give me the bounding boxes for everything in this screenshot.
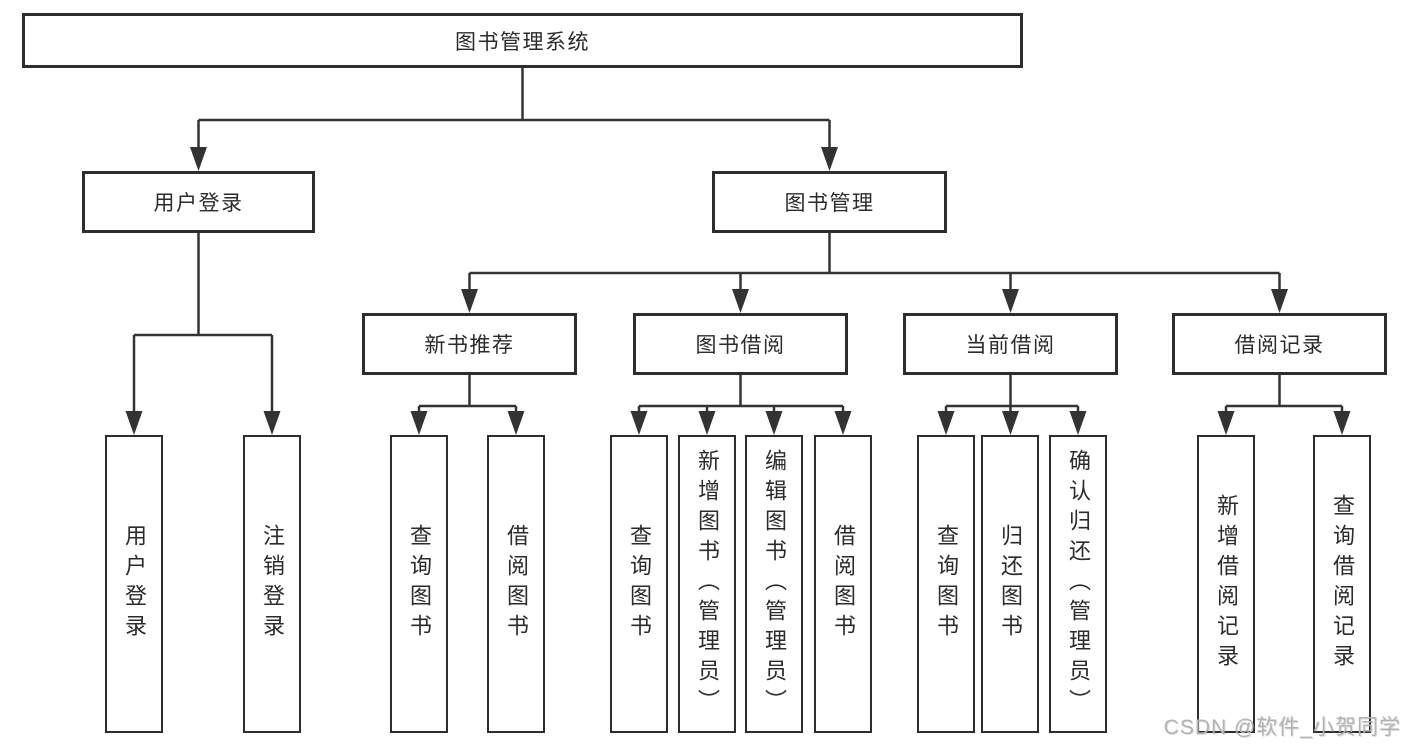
leaf-edit-book-admin: 编辑图书（管理员） bbox=[745, 435, 803, 733]
node-book-management: 图书管理 bbox=[712, 171, 947, 233]
leaf-confirm-return-admin: 确认归还（管理员） bbox=[1049, 435, 1107, 733]
leaf-logout: 注销登录 bbox=[243, 435, 301, 733]
leaf-query-books-recommend: 查询图书 bbox=[390, 435, 448, 733]
node-user-login-label: 用户登录 bbox=[153, 192, 244, 215]
leaf-add-book-admin: 新增图书（管理员） bbox=[678, 435, 736, 733]
leaf-user-login: 用户登录 bbox=[105, 435, 163, 733]
node-current-borrowing-label: 当前借阅 bbox=[965, 334, 1056, 357]
leaf-query-borrow-record-label: 查询借阅记录 bbox=[1330, 494, 1355, 674]
leaf-borrow-books-recommend-label: 借阅图书 bbox=[504, 524, 529, 644]
node-user-login: 用户登录 bbox=[82, 171, 315, 233]
leaf-add-book-admin-label: 新增图书（管理员） bbox=[695, 449, 720, 719]
watermark: CSDN @软件_小贺同学 bbox=[1163, 716, 1401, 739]
node-book-borrowing: 图书借阅 bbox=[633, 313, 848, 375]
node-borrowing-records-label: 借阅记录 bbox=[1234, 334, 1325, 357]
leaf-query-books-current: 查询图书 bbox=[917, 435, 975, 733]
leaf-query-books-borrowing-label: 查询图书 bbox=[627, 524, 652, 644]
node-borrowing-records: 借阅记录 bbox=[1172, 313, 1387, 375]
leaf-query-books-current-label: 查询图书 bbox=[934, 524, 959, 644]
leaf-logout-label: 注销登录 bbox=[260, 524, 285, 644]
leaf-borrow-books: 借阅图书 bbox=[814, 435, 872, 733]
arrowheads bbox=[125, 147, 1351, 435]
node-library-system-label: 图书管理系统 bbox=[455, 30, 590, 54]
leaf-add-borrow-record-label: 新增借阅记录 bbox=[1214, 494, 1239, 674]
leaf-add-borrow-record: 新增借阅记录 bbox=[1197, 435, 1255, 733]
node-new-book-recommend: 新书推荐 bbox=[362, 313, 577, 375]
leaf-query-books-borrowing: 查询图书 bbox=[610, 435, 668, 733]
leaf-query-borrow-record: 查询借阅记录 bbox=[1313, 435, 1371, 733]
leaf-edit-book-admin-label: 编辑图书（管理员） bbox=[762, 449, 787, 719]
leaf-confirm-return-admin-label: 确认归还（管理员） bbox=[1066, 449, 1091, 719]
node-current-borrowing: 当前借阅 bbox=[903, 313, 1118, 375]
connector-paths bbox=[132, 68, 1344, 414]
node-library-system: 图书管理系统 bbox=[22, 13, 1023, 68]
node-book-management-label: 图书管理 bbox=[784, 192, 875, 215]
leaf-borrow-books-label: 借阅图书 bbox=[831, 524, 856, 644]
leaf-return-book: 归还图书 bbox=[981, 435, 1039, 733]
node-book-borrowing-label: 图书借阅 bbox=[695, 334, 786, 357]
leaf-query-books-recommend-label: 查询图书 bbox=[407, 524, 432, 644]
leaf-borrow-books-recommend: 借阅图书 bbox=[487, 435, 545, 733]
leaf-return-book-label: 归还图书 bbox=[998, 524, 1023, 644]
node-new-book-recommend-label: 新书推荐 bbox=[424, 334, 515, 357]
leaf-user-login-label: 用户登录 bbox=[122, 524, 147, 644]
